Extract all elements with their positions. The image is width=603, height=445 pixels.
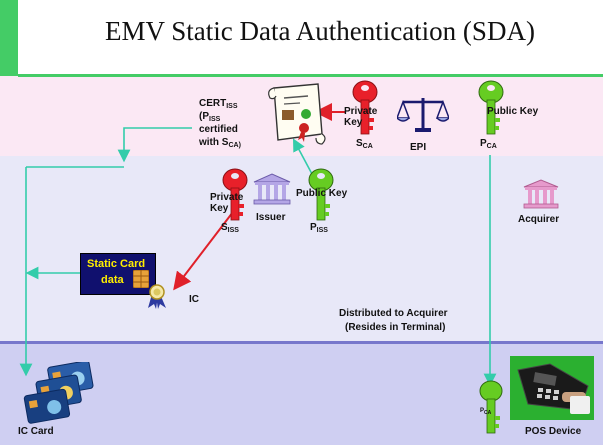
cert-iss-label: CERTISS [199,98,238,112]
issuer-public-key-label: Public Key [296,188,348,199]
issuer-label: Issuer [256,212,286,223]
static-card-data-label-2: data [101,274,124,286]
cert-with-s-sub: CA) [228,142,241,149]
award-ribbon-icon [148,284,166,309]
ca-private-key-label: Private Key [344,106,378,128]
distributed-label: Distributed to Acquirer [339,308,448,319]
sca-sub: CA [362,143,373,150]
terminal-key-sub: CA [484,410,492,416]
cert-connector [117,127,192,163]
accent-line [18,74,603,77]
iss-key-to-ic-line [173,207,237,291]
iss-key-to-cert-line [292,138,313,175]
cert-piss-sub: ISS [209,116,221,123]
pos-terminal-icon [510,356,594,420]
issuer-public-key-symbol: PISS [310,222,328,236]
issuer-public-key-icon [308,168,334,221]
issuer-private-key-icon [222,168,248,221]
cert-iss-main: CERT [199,98,227,109]
static-card-data-box: Static Card data [80,253,156,295]
accent-bar [0,0,18,76]
certificate-scroll-icon [268,83,326,145]
piss-main: P [310,222,317,233]
issuer-private-key-symbol: SISS [221,222,239,236]
siss-main: S [221,222,228,233]
device-band [0,341,603,445]
cert-piss-main: (P [199,111,209,122]
issuer-private-key-label: Private Key [210,192,244,214]
pca-main: P [480,138,487,149]
sca-main: S [356,138,363,149]
terminal-key-symbol: PCA [480,406,491,419]
ic-card-stack-icon [23,362,94,424]
ca-public-key-symbol: PCA [480,138,497,152]
ca-private-key-symbol: SCA [356,138,373,152]
pos-device-label: POS Device [525,426,582,437]
piss-sub: ISS [316,227,328,234]
smart-chip-icon [133,270,149,288]
pca-sub: CA [486,143,497,150]
cert-certified-label: certified [199,124,238,135]
epi-label: EPI [410,142,427,153]
siss-sub: ISS [227,227,239,234]
slide-title: EMV Static Data Authentication (SDA) [105,16,535,46]
ca-private-key-icon [352,80,378,135]
cert-iss-sub: ISS [226,103,238,110]
ic-card-label: IC Card [18,426,54,437]
divider-line [0,341,603,344]
terminal-key-main: P [480,408,485,414]
acquirer-bank-icon [523,179,559,209]
static-card-data-label-1: Static Card [87,258,146,270]
cert-with-s-main: with S [199,137,229,148]
issuer-band [0,156,603,341]
terminal-public-key-icon [479,380,503,434]
cert-piss-label: (PISS [199,111,220,125]
ca-public-key-label: Public Key [487,106,539,117]
ca-public-key-icon [478,80,504,135]
resides-label: (Resides in Terminal) [345,322,446,333]
cert-with-sca-label: with SCA) [199,137,241,151]
ic-label: IC [189,294,199,305]
acquirer-label: Acquirer [518,214,560,225]
scales-icon [397,98,449,132]
issuer-bank-icon [253,173,291,205]
